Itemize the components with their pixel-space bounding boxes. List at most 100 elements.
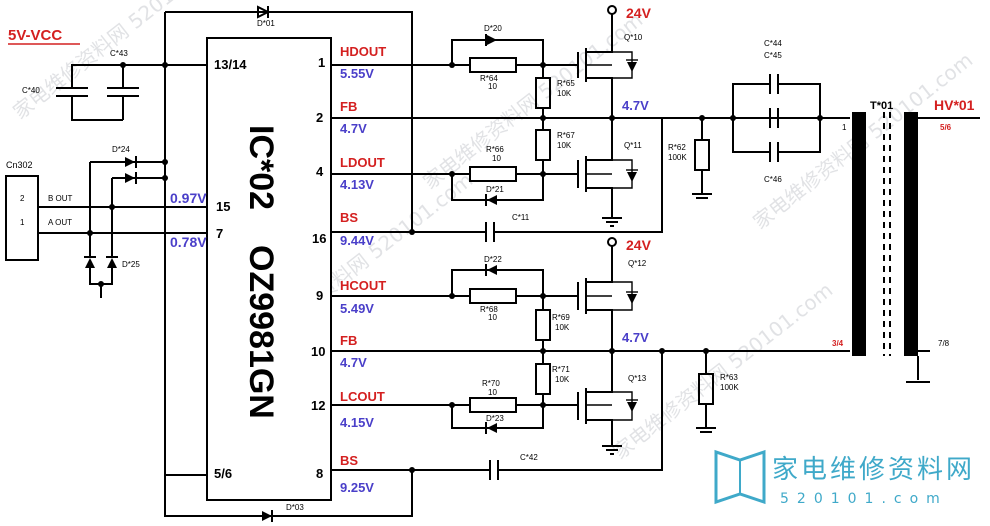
diode-d25b (107, 258, 117, 268)
top-wire (165, 11, 413, 232)
hv-output-label: HV*01 (934, 97, 975, 113)
mosfet-q10 (577, 12, 638, 118)
connector-ref: Cn302 (6, 160, 33, 170)
bs2-voltage: 9.25V (340, 480, 374, 495)
pin-10: 10 (311, 344, 325, 359)
diode-d23-label: D*23 (486, 414, 504, 423)
resistor-r65-label: R*65 (557, 79, 575, 88)
diode-d25a (85, 258, 95, 268)
pin-9: 9 (316, 288, 323, 303)
resistor-r70 (469, 397, 517, 413)
pin-1: 1 (318, 55, 325, 70)
connector-pin2-label: B OUT (48, 194, 73, 203)
pin-8: 8 (316, 466, 323, 481)
pin15-voltage: 0.97V (170, 190, 207, 206)
rail-mid-top-voltage: 4.7V (622, 98, 649, 113)
fb2-voltage: 4.7V (340, 355, 367, 370)
lcout-label: LCOUT (340, 389, 385, 404)
resistor-r64 (469, 57, 517, 73)
ldout-voltage: 4.13V (340, 177, 374, 192)
resistor-r68-value: 10 (488, 313, 497, 322)
diode-d21 (487, 195, 497, 205)
diode-d21-label: D*21 (486, 185, 504, 194)
resistor-r70-value: 10 (488, 388, 497, 397)
resistor-r69 (535, 309, 551, 341)
ldout-label: LDOUT (340, 155, 385, 170)
resistor-r68-label: R*68 (480, 305, 498, 314)
resistor-r62-label: R*62 (668, 143, 686, 152)
logo-brand-text: 家电维修资料网 (772, 455, 975, 485)
connector-cn302 (5, 175, 39, 261)
resistor-r67-value: 10K (557, 141, 572, 150)
mosfet-q12 (577, 244, 638, 351)
hdout-label: HDOUT (340, 44, 386, 59)
ic-part-label: OZ9981GN (242, 245, 280, 419)
mosfet-q13-label: Q*13 (628, 374, 647, 383)
diode-d22 (487, 265, 497, 275)
resistor-r68 (469, 288, 517, 304)
cap-c40-label: C*40 (22, 86, 40, 95)
site-logo: 家电维修资料网 520101.com (714, 449, 975, 507)
bottom-wire (164, 470, 413, 517)
transformer-primary (852, 112, 866, 356)
lcout-voltage: 4.15V (340, 415, 374, 430)
transformer-pin78: 7/8 (938, 339, 950, 348)
cap-c11-label: C*11 (512, 213, 530, 222)
transformer-secondary (904, 112, 918, 356)
mosfet-q10-label: Q*10 (624, 33, 643, 42)
cap-c46-label: C*46 (764, 175, 782, 184)
resistor-r66-value: 10 (492, 154, 501, 163)
diode-d24a (125, 157, 135, 167)
resistor-r62-value: 100K (668, 153, 687, 162)
resistor-r71-value: 10K (555, 375, 570, 384)
resistor-r66-label: R*66 (486, 145, 504, 154)
resistor-r64-value: 10 (488, 82, 497, 91)
diode-d23 (487, 423, 497, 433)
pin-12: 12 (311, 398, 325, 413)
rail-mid-bottom-voltage: 4.7V (622, 330, 649, 345)
resistor-r71-label: R*71 (552, 365, 570, 374)
logo-url-text: 520101.com (780, 491, 948, 507)
pin-16: 16 (312, 231, 326, 246)
cap-c43-label: C*43 (110, 49, 128, 58)
resistor-r66 (469, 166, 517, 182)
transformer-pin1: 1 (842, 123, 847, 132)
diode-d24b (125, 173, 135, 183)
cap-c42-label: C*42 (520, 453, 538, 462)
bs1-label: BS (340, 210, 358, 225)
resistor-r67-label: R*67 (557, 131, 575, 140)
cap-c44-label: C*44 (764, 39, 782, 48)
transformer-ref: T*01 (870, 100, 893, 112)
diode-d25-label: D*25 (122, 260, 140, 269)
diode-d22-label: D*22 (484, 255, 502, 264)
rail-24v-bottom-terminal (607, 237, 617, 247)
resistor-r70-label: R*70 (482, 379, 500, 388)
connector-pin1-label: A OUT (48, 218, 72, 227)
mosfet-q11 (577, 118, 638, 227)
mosfet-q12-label: Q*12 (628, 259, 647, 268)
fb2-label: FB (340, 333, 357, 348)
cap-c45-label: C*45 (764, 51, 782, 60)
resistor-r67 (535, 129, 551, 161)
pin-13-14: 13/14 (214, 57, 247, 72)
pin-5-6: 5/6 (214, 466, 232, 481)
resistor-r65-value: 10K (557, 89, 572, 98)
resistor-r71 (535, 363, 551, 395)
connector-pin2-number: 2 (20, 194, 25, 203)
rail-24v-top-terminal (607, 5, 617, 15)
diode-d20-label: D*20 (484, 24, 502, 33)
mosfet-q13 (577, 351, 638, 455)
pin-7: 7 (216, 226, 223, 241)
mosfet-q11-label: Q*11 (624, 141, 642, 150)
rail-24v-top: 24V (626, 5, 652, 21)
fb1-voltage: 4.7V (340, 121, 367, 136)
hdout-voltage: 5.55V (340, 66, 374, 81)
vcc-label: 5V-VCC (8, 27, 62, 44)
diode-d24-label: D*24 (112, 145, 130, 154)
diode-d03-label: D*03 (286, 503, 304, 512)
diode-d20 (487, 35, 497, 45)
hcout-label: HCOUT (340, 278, 386, 293)
diode-d03 (262, 511, 272, 521)
resistor-r62 (694, 139, 710, 171)
